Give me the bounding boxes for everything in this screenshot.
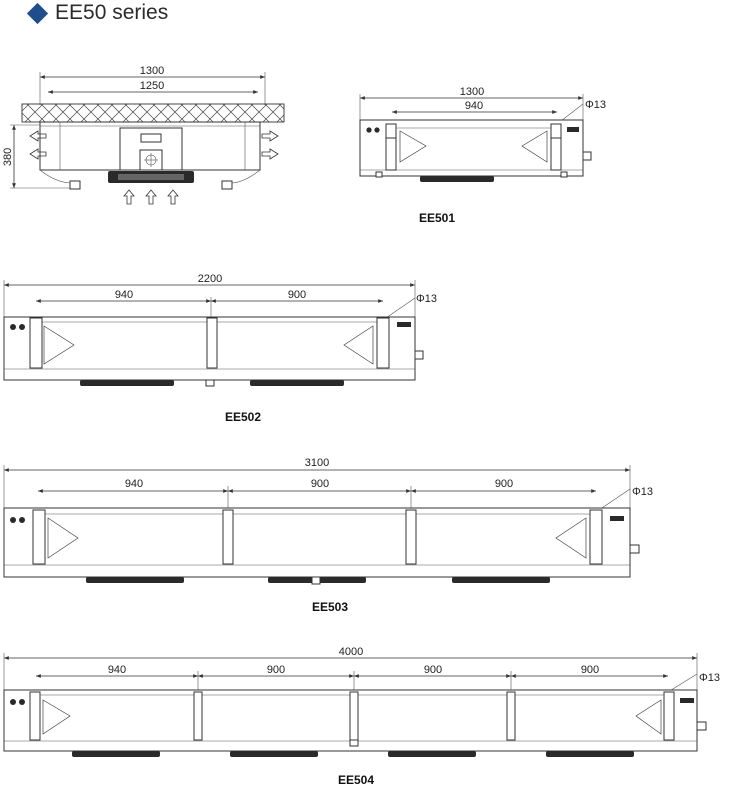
series-header: EE50 series <box>26 0 168 26</box>
ee502-span-2: 900 <box>288 289 306 301</box>
ee504-model: EE504 <box>338 773 374 787</box>
dim-inner-width: 1250 <box>140 80 164 92</box>
ee501-total: 1300 <box>460 86 484 98</box>
ee502-hole: Φ13 <box>416 293 437 305</box>
ee502-span-1: 940 <box>115 289 133 301</box>
unit-ee503: 3100 940 900 900 Φ13 EE503 <box>3 457 653 614</box>
ee503-span-1: 940 <box>125 478 143 490</box>
ee504-span-4: 900 <box>581 664 599 676</box>
dim-outer-width: 1300 <box>140 65 164 77</box>
ee502-total: 2200 <box>198 273 222 285</box>
ee503-span-2: 900 <box>311 478 329 490</box>
series-title: EE50 series <box>55 1 169 24</box>
ee504-hole: Φ13 <box>699 672 720 684</box>
ee504-span-3: 900 <box>424 664 442 676</box>
ee501-hole: Φ13 <box>585 99 606 111</box>
ee501-model: EE501 <box>419 211 455 225</box>
ee503-total: 3100 <box>305 457 329 469</box>
airflow-out-icon <box>29 130 279 160</box>
airflow-in-icon <box>123 189 179 205</box>
ee504-span-1: 940 <box>108 664 126 676</box>
unit-ee502: 2200 940 900 Φ13 EE502 <box>3 273 437 424</box>
ee503-hole: Φ13 <box>632 486 653 498</box>
ee503-model: EE503 <box>312 600 348 614</box>
ee503-span-3: 900 <box>495 478 513 490</box>
ee504-total: 4000 <box>339 646 363 658</box>
ee504-span-2: 900 <box>267 664 285 676</box>
dim-height: 380 <box>2 148 14 166</box>
ee501-span-1: 940 <box>465 100 483 112</box>
unit-ee501: 1300 940 Φ13 EE501 <box>359 86 606 225</box>
coil-hatch <box>21 103 285 123</box>
ee502-model: EE502 <box>225 410 261 424</box>
side-view: 1300 1250 380 <box>2 65 285 205</box>
unit-ee504: 4000 940 900 900 900 Φ13 EE504 <box>3 646 720 787</box>
